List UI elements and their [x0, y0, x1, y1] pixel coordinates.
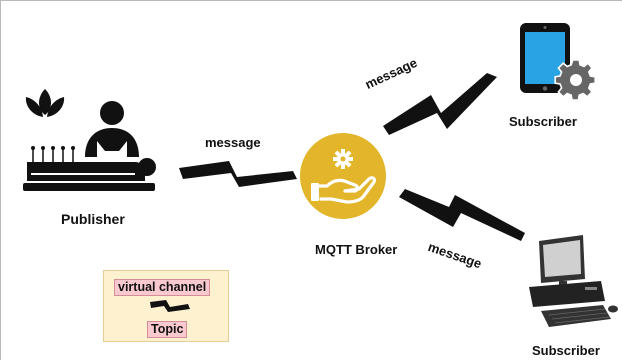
broker-hand-gear-icon — [300, 133, 386, 219]
gear-icon — [333, 149, 353, 169]
subscriber-top-label: Subscriber — [509, 114, 577, 129]
publisher-massage-icon — [23, 89, 156, 191]
therapist-head — [100, 101, 124, 125]
broker-label: MQTT Broker — [315, 242, 398, 257]
therapist-body — [85, 128, 139, 157]
virtual-channel-tag: virtual channel — [114, 279, 211, 296]
subscriber-bottom-label: Subscriber — [532, 343, 600, 358]
subscriber-tablet-icon — [520, 23, 597, 101]
open-hand-icon — [317, 176, 377, 204]
legend-box: virtual channel Topic — [103, 270, 229, 342]
message-bolt-broker-subscriber-top — [383, 73, 497, 135]
message-bolt-publisher-broker — [179, 161, 297, 187]
legend-bolt-svg — [150, 300, 190, 312]
broker-circle — [300, 133, 386, 219]
massage-bed — [23, 183, 155, 191]
tablet-screen — [525, 32, 565, 84]
topic-tag: Topic — [147, 321, 188, 338]
patient-body — [27, 162, 145, 181]
subscriber-desktop-icon — [529, 235, 618, 327]
acupuncture-needles — [32, 149, 74, 163]
legend-bolt-icon — [150, 300, 190, 312]
message-bolt-broker-subscriber-bottom — [399, 189, 525, 241]
gear-icon — [554, 59, 597, 101]
mouse — [608, 305, 618, 313]
message-label-publisher-broker: message — [205, 135, 261, 150]
publisher-label: Publisher — [61, 211, 125, 227]
computer-case — [529, 281, 605, 307]
lotus-leaf-icon — [25, 89, 65, 117]
